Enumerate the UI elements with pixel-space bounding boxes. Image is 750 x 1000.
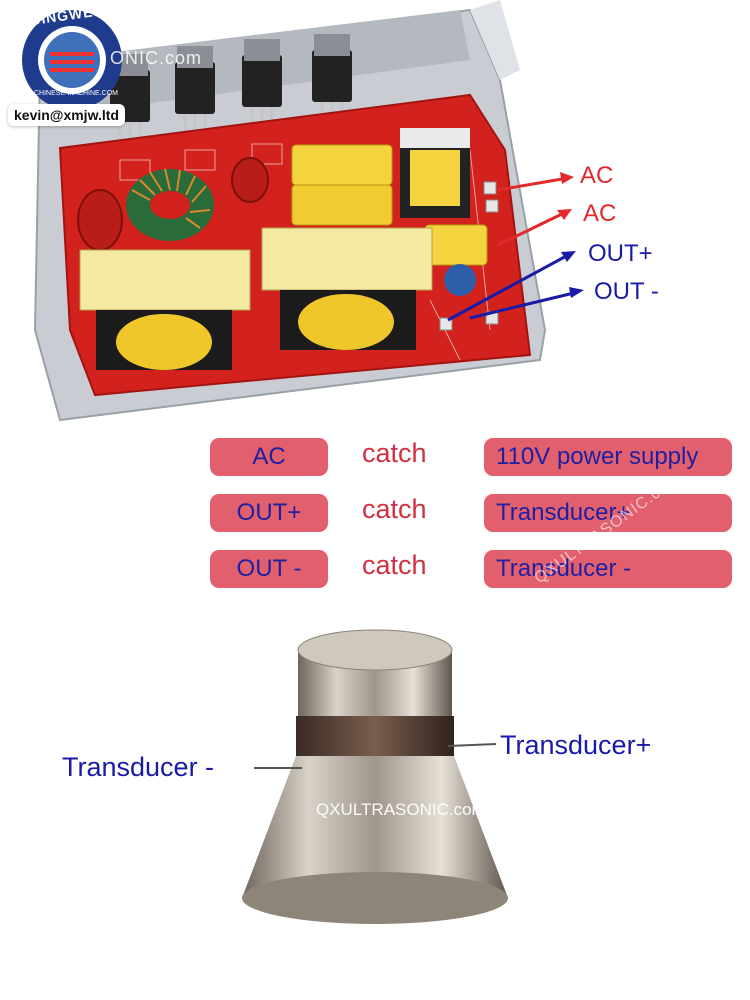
label-out-plus: OUT+ — [588, 240, 653, 267]
label-out-minus: OUT - — [594, 278, 659, 305]
transducer-photo — [242, 629, 508, 924]
connector-word: catch — [362, 494, 427, 524]
bottom-watermark: QXULTRASONIC.com — [316, 800, 486, 819]
label-transducer-plus: Transducer+ — [500, 730, 652, 760]
terminal-ac: AC — [210, 438, 328, 476]
target-power-supply: 110V power supply — [484, 438, 732, 476]
connector-word: catch — [362, 438, 427, 468]
label-transducer-minus: Transducer - — [62, 752, 215, 782]
pcb-board-photo — [33, 0, 584, 422]
target-transducer-minus: Transducer - — [484, 550, 732, 588]
terminal-out-minus: OUT - — [210, 550, 328, 588]
label-ac-1: AC — [580, 162, 614, 189]
target-transducer-plus: Transducer+ — [484, 494, 732, 532]
jingwei-tech-logo — [22, 10, 122, 110]
top-watermark: ONIC.com — [110, 48, 203, 68]
logo-subtext: CHINESE-MACHINE.COM — [34, 90, 119, 97]
contact-email: kevin@xmjw.ltd — [8, 104, 125, 126]
label-ac-2: AC — [583, 200, 617, 227]
terminal-out-plus: OUT+ — [210, 494, 328, 532]
connector-word: catch — [362, 550, 427, 580]
